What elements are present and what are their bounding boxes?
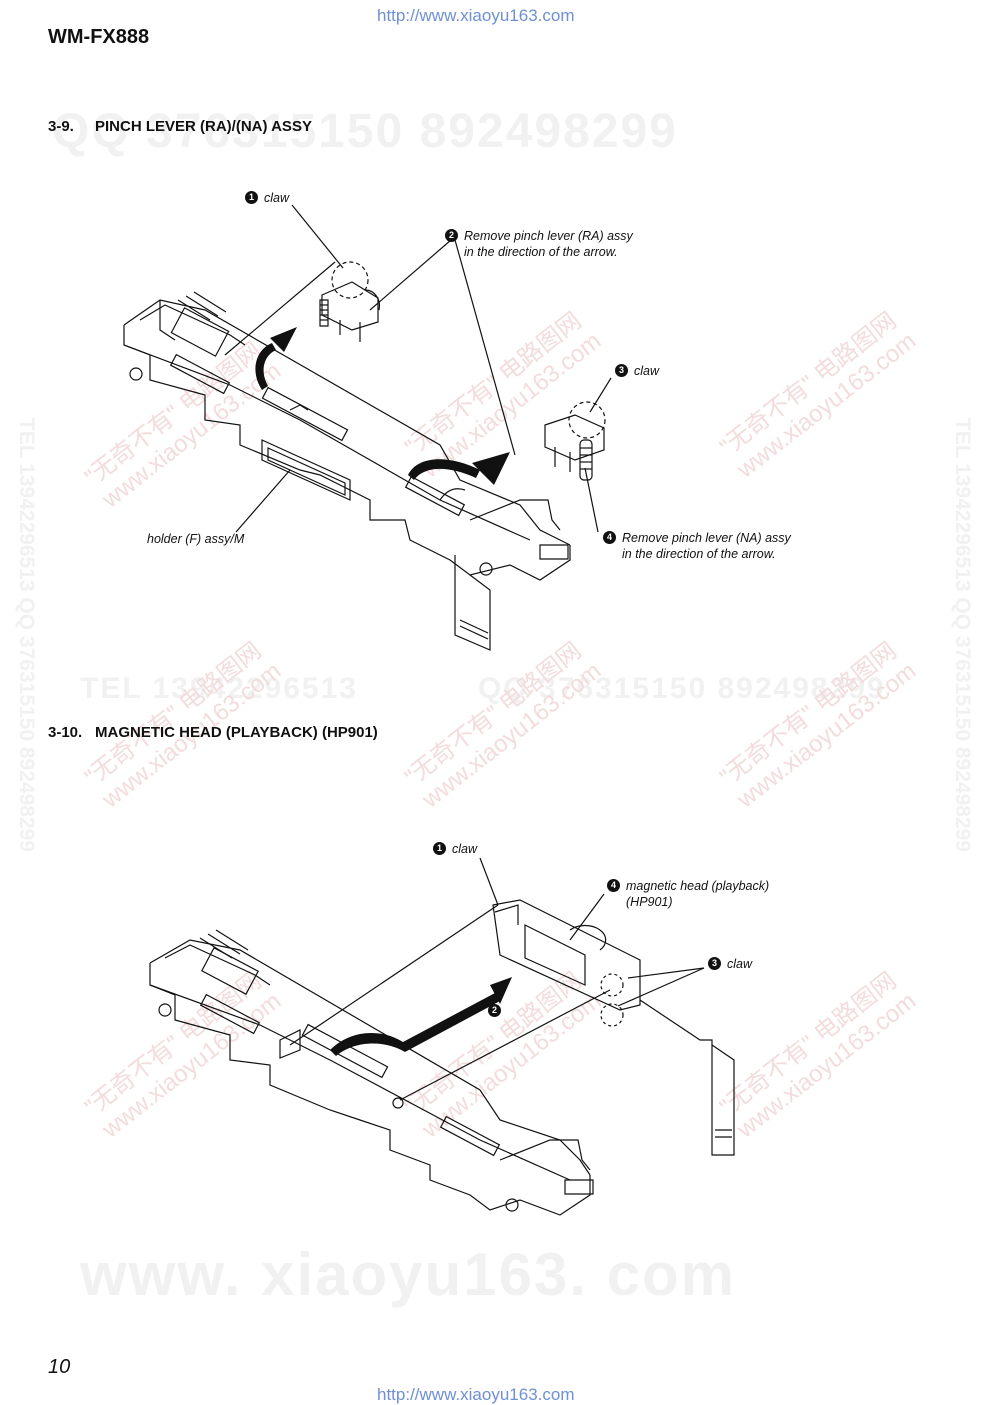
callout-text: (HP901)	[626, 895, 673, 909]
section-heading-3-9: 3-9. PINCH LEVER (RA)/(NA) ASSY	[48, 118, 312, 135]
step-badge: 3	[615, 364, 628, 377]
callout-3-9-claw-3: 3 claw	[615, 363, 659, 379]
section-number: 3-10.	[48, 724, 83, 741]
step-badge: 2	[445, 229, 458, 242]
callout-text: Remove pinch lever (NA) assy	[622, 531, 791, 545]
watermark-qq: QQ 376315150 892498299	[52, 105, 678, 158]
callout-text: Remove pinch lever (RA) assy	[464, 229, 633, 243]
callout-3-10-claw-1: 1 claw	[433, 841, 477, 857]
step-badge: 2	[488, 1004, 501, 1017]
watermark-www: www. xiaoyu163. com	[80, 1241, 737, 1308]
step-badge: 4	[603, 531, 616, 544]
step-badge: 3	[708, 957, 721, 970]
watermark-side-right: TEL 13942296513 QQ 376315150 892498299	[951, 418, 974, 852]
model-title: WM-FX888	[48, 26, 150, 48]
watermark-tel: TEL 13942296513	[80, 672, 358, 705]
callout-text: in the direction of the arrow.	[622, 547, 776, 561]
callout-3-9-remove-na: 4 Remove pinch lever (NA) assy in the di…	[603, 530, 791, 562]
watermark-qq-2: QQ 376315150 892498299	[478, 672, 886, 705]
pinch-lever-diagram	[0, 0, 992, 700]
callout-text: claw	[452, 842, 478, 856]
section-heading-3-10: 3-10. MAGNETIC HEAD (PLAYBACK) (HP901)	[48, 724, 378, 741]
callout-text: claw	[264, 191, 290, 205]
footer-url-link[interactable]: http://www.xiaoyu163.com	[377, 1385, 575, 1404]
header-url-link[interactable]: http://www.xiaoyu163.com	[377, 6, 575, 25]
callout-3-9-claw-1: 1 claw	[245, 190, 289, 206]
callout-text: in the direction of the arrow.	[464, 245, 618, 259]
section-title: PINCH LEVER (RA)/(NA) ASSY	[95, 118, 312, 135]
callout-text: magnetic head (playback)	[626, 879, 770, 893]
section-title: MAGNETIC HEAD (PLAYBACK) (HP901)	[95, 724, 378, 741]
page-number: 10	[48, 1356, 71, 1378]
callout-text: claw	[634, 364, 660, 378]
step-badge: 1	[433, 842, 446, 855]
callout-3-9-remove-ra: 2 Remove pinch lever (RA) assy in the di…	[445, 228, 633, 260]
callout-3-10-magnetic-head: 4 magnetic head (playback) (HP901)	[607, 878, 769, 910]
callout-text: claw	[727, 957, 753, 971]
step-badge: 1	[245, 191, 258, 204]
section-number: 3-9.	[48, 118, 74, 135]
callout-3-10-claw-3: 3 claw	[708, 956, 752, 972]
label-holder-assy: holder (F) assy/M	[147, 532, 245, 546]
step-badge: 4	[607, 879, 620, 892]
watermark-side-left: TEL 13942296513 QQ 376315150 892498299	[15, 418, 38, 852]
